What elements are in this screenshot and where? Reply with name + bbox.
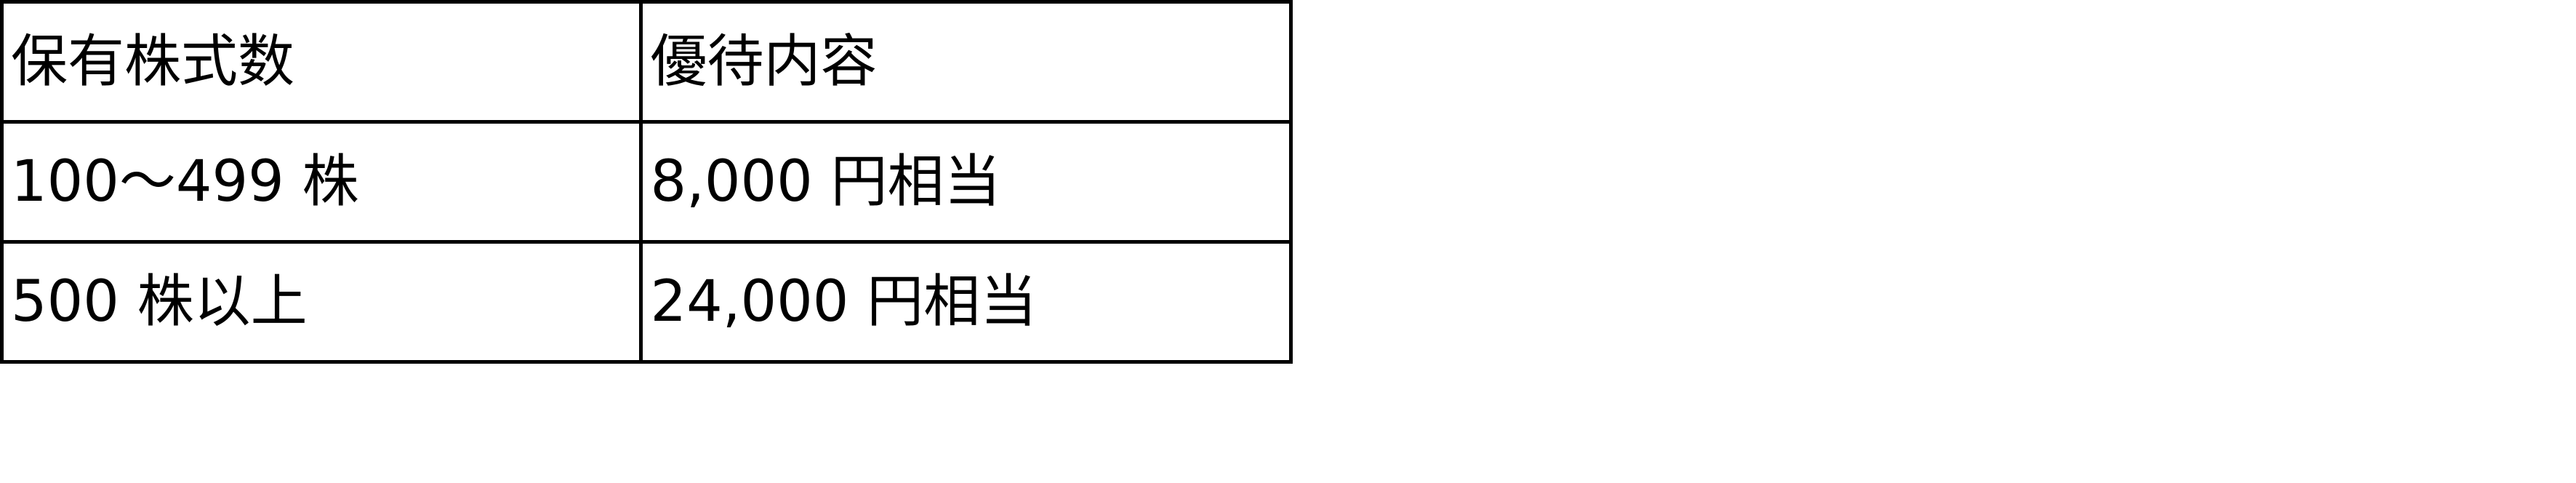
cell-benefit-content: 8,000 円相当: [639, 120, 1293, 244]
header-shares-held: 保有株式数: [0, 0, 643, 124]
cell-shares-held: 500 株以上: [0, 240, 643, 364]
shareholder-benefit-table: 保有株式数 優待内容 100～499 株 8,000 円相当 500 株以上 2…: [0, 0, 1293, 364]
table-header-row: 保有株式数 優待内容: [0, 0, 1293, 124]
cell-benefit-content: 24,000 円相当: [639, 240, 1293, 364]
header-benefit-content: 優待内容: [639, 0, 1293, 124]
table-row: 500 株以上 24,000 円相当: [0, 240, 1293, 364]
table-row: 100～499 株 8,000 円相当: [0, 120, 1293, 244]
cell-shares-held: 100～499 株: [0, 120, 643, 244]
